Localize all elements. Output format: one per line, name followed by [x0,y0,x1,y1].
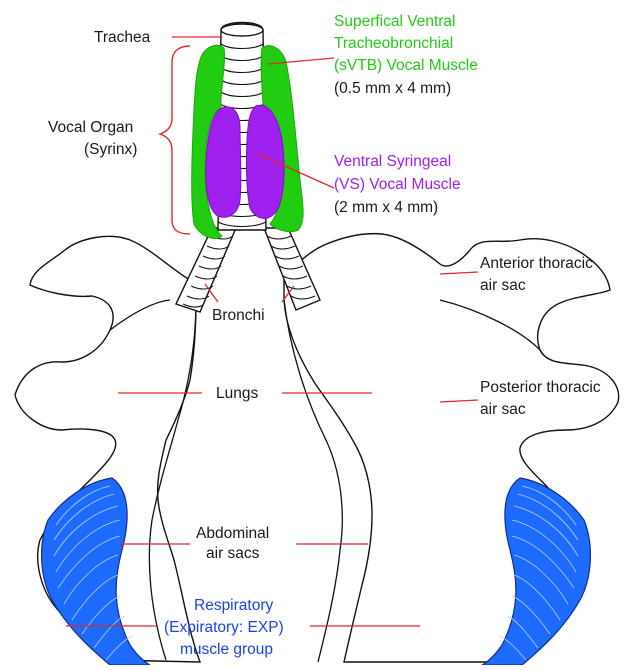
label-anterior-1: Anterior thoracic [480,255,593,272]
trachea-top [221,24,263,36]
label-vs-2: (VS) Vocal Muscle [334,176,461,193]
label-svtb-3: (sVTB) Vocal Muscle [334,57,478,74]
label-resp-1: Respiratory [194,597,273,614]
label-bronchi: Bronchi [212,307,265,324]
label-anterior-2: air sac [480,277,526,294]
label-trachea: Trachea [94,29,151,46]
bronchi [176,228,320,312]
label-posterior-1: Posterior thoracic [480,379,601,396]
left-bronchus [176,228,236,312]
vs-muscle-left [206,107,241,217]
label-resp-3: muscle group [180,641,273,658]
label-vs-1: Ventral Syringeal [334,153,451,170]
label-abdominal-2: air sacs [206,545,260,562]
label-vs-size: (2 mm x 4 mm) [334,199,438,216]
label-svtb-1: Superfical Ventral [334,13,456,30]
vocal-organ-bracket [160,46,190,234]
label-vocal-organ-2: (Syrinx) [84,141,137,158]
label-lungs: Lungs [216,385,258,402]
label-abdominal-1: Abdominal [196,525,269,542]
label-resp-2: (Expiratory: EXP) [164,619,284,636]
label-vocal-organ-1: Vocal Organ [48,119,133,136]
label-posterior-2: air sac [480,401,526,418]
label-svtb-size: (0.5 mm x 4 mm) [334,80,451,97]
label-svtb-2: Tracheobronchial [334,35,453,52]
